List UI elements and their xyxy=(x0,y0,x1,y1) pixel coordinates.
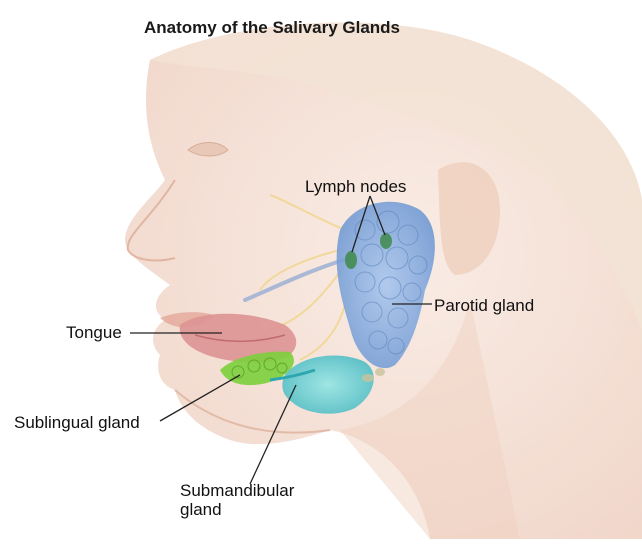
neck-node-2 xyxy=(375,368,385,376)
leader-submandibular xyxy=(249,384,297,485)
label-sublingual-gland: Sublingual gland xyxy=(14,413,140,432)
parotid-gland-shape xyxy=(336,201,435,369)
submandibular-gland-shape xyxy=(269,355,374,414)
leader-lymph-2 xyxy=(369,195,386,236)
label-parotid-gland: Parotid gland xyxy=(434,296,535,315)
lymph-node-2 xyxy=(380,233,392,249)
tongue-shape xyxy=(179,313,297,363)
label-lymph-nodes: Lymph nodes xyxy=(305,177,407,196)
leader-lymph-1 xyxy=(351,195,371,253)
leader-sublingual xyxy=(159,374,241,422)
label-submandibular-gland-line2: gland xyxy=(180,500,222,519)
label-tongue: Tongue xyxy=(66,323,122,342)
sublingual-gland-shape xyxy=(220,351,294,386)
leader-lines xyxy=(130,195,432,485)
lymph-node-1 xyxy=(345,251,357,269)
diagram-title: Anatomy of the Salivary Glands xyxy=(144,18,401,37)
label-submandibular-gland-line1: Submandibular xyxy=(180,481,295,500)
neck-node-1 xyxy=(362,374,374,382)
